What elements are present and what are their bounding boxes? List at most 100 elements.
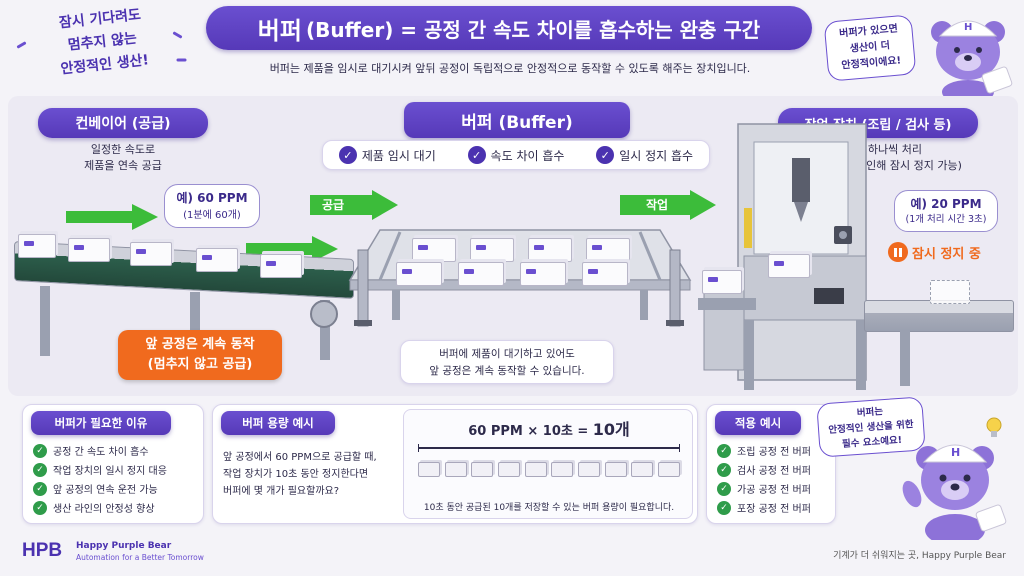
check-icon: ✓ — [338, 146, 357, 164]
item-text: 생산 라인의 안정성 향상 — [53, 504, 155, 515]
supply-arrow: 공급 — [310, 190, 398, 220]
reasons-title: 버퍼가 필요한 이유 — [31, 411, 171, 435]
applications-card: 적용 예시 ✓조립 공정 전 버퍼 ✓검사 공정 전 버퍼 ✓가공 공정 전 버… — [706, 404, 836, 524]
output-product-box — [930, 280, 970, 304]
reasons-card: 버퍼가 필요한 이유 ✓ 공정 간 속도 차이 흡수 ✓ 작업 장치의 일시 정지 … — [22, 404, 204, 524]
desc-line: 제품을 연속 공급 — [84, 159, 162, 172]
formula-result: 10개 — [592, 420, 630, 439]
conveyor-rate-bubble: 예) 60 PPM (1분에 60개) — [164, 184, 260, 228]
pause-status: 잠시 정지 중 — [888, 242, 981, 262]
machine-rate-bubble: 예) 20 PPM (1개 처리 시간 3초) — [894, 190, 998, 232]
reasons-list: ✓ 공정 간 속도 차이 흡수 ✓ 작업 장치의 일시 정지 대응 ✓ 앞 공정의 연… — [33, 441, 167, 517]
conveyor-leg — [320, 300, 330, 360]
callout-line: (멈추지 않고 공급) — [147, 357, 253, 372]
callout-line: 앞 공정은 계속 동작 — [145, 337, 255, 352]
rate-line: (1개 처리 시간 3초) — [905, 214, 987, 225]
product-box — [68, 238, 110, 262]
capacity-bracket — [418, 444, 680, 452]
check-icon: ✓ — [717, 443, 731, 458]
lightbulb-icon — [984, 416, 1004, 440]
machine-product-box — [702, 270, 742, 294]
conveyor-flow-arrow-icon — [246, 236, 338, 262]
buffer-feature-item: ✓ 제품 임시 대기 — [338, 146, 436, 164]
page-title-rest: (Buffer) = 공정 간 속도 차이를 흡수하는 완충 구간 — [305, 17, 761, 42]
feature-text: 제품 임시 대기 — [361, 148, 436, 163]
product-box — [130, 242, 172, 266]
capacity-question: 앞 공정에서 60 PPM으로 공급할 때, 작업 장치가 10초 동안 정지한… — [223, 449, 401, 500]
buffered-product-box — [582, 262, 628, 286]
page-title-main: 버퍼 — [257, 16, 302, 45]
svg-text:H: H — [951, 446, 960, 459]
applications-title: 적용 예시 — [715, 411, 801, 435]
conveyor-leg — [40, 286, 50, 356]
product-box — [260, 254, 302, 278]
list-item: ✓ 포장 공정 전 버퍼 — [717, 498, 811, 517]
buffer-features: ✓ 제품 임시 대기 ✓ 속도 차이 흡수 ✓ 일시 정지 흡수 — [322, 140, 710, 170]
work-machine — [698, 123, 867, 390]
page-title: 버퍼 (Buffer) = 공정 간 속도 차이를 흡수하는 완충 구간 — [206, 6, 812, 50]
check-icon: ✓ — [33, 443, 47, 458]
page-subtitle: 버퍼는 제품을 임시로 대기시켜 앞뒤 공정이 독립적으로 안정적으로 동작할 … — [269, 62, 751, 75]
check-icon: ✓ — [717, 500, 731, 515]
buffered-product-box — [586, 238, 630, 262]
buffer-label: 버퍼 (Buffer) — [404, 102, 630, 138]
check-icon: ✓ — [717, 481, 731, 496]
output-conveyor — [864, 300, 1014, 332]
capacity-mini-box — [551, 462, 574, 477]
slogan: 잠시 기다려도 멈추지 않는 안정적인 생산! — [24, 0, 182, 95]
buffered-product-box — [528, 238, 572, 262]
bear-mascot-pointing-icon: H — [898, 430, 1010, 546]
work-arrow-label: 작업 — [646, 198, 669, 212]
item-text: 가공 공정 전 버퍼 — [737, 485, 811, 496]
svg-text:H: H — [964, 22, 972, 33]
list-item: ✓ 앞 공정의 연속 운전 가능 — [33, 479, 167, 498]
note-line: 앞 공정은 계속 동작할 수 있습니다. — [429, 365, 585, 377]
capacity-mini-box — [604, 462, 627, 477]
rate-line: 예) 20 PPM — [910, 197, 982, 211]
buffer-feature-item: ✓ 일시 정지 흡수 — [596, 146, 693, 164]
buffer-note: 버퍼에 제품이 대기하고 있어도 앞 공정은 계속 동작할 수 있습니다. — [400, 340, 614, 384]
item-text: 앞 공정의 연속 운전 가능 — [53, 485, 158, 496]
question-line: 작업 장치가 10초 동안 정지한다면 — [223, 469, 369, 480]
rate-line: (1분에 60개) — [183, 210, 241, 221]
product-box — [18, 234, 56, 258]
conveyor-continuous-callout: 앞 공정은 계속 동작 (멈추지 않고 공급) — [118, 330, 282, 380]
buffer-feature-item: ✓ 속도 차이 흡수 — [467, 146, 564, 164]
work-arrow: 작업 — [620, 190, 716, 220]
conveyor-flow-arrow-icon — [66, 204, 158, 230]
list-item: ✓생산 라인의 안정성 향상 — [33, 498, 167, 517]
item-text: 공정 간 속도 차이 흡수 — [53, 447, 149, 458]
capacity-mini-box — [577, 462, 600, 477]
item-text: 포장 공정 전 버퍼 — [737, 504, 811, 515]
bear-mascot-icon: H — [920, 8, 1016, 104]
desc-line: 일정한 속도로 — [90, 143, 156, 156]
conveyor-description: 일정한 속도로 제품을 연속 공급 — [30, 142, 216, 174]
product-box — [196, 248, 238, 272]
question-line: 버퍼에 몇 개가 필요할까요? — [223, 486, 340, 497]
list-item: ✓ 조립 공정 전 버퍼 — [717, 441, 811, 460]
list-item: ✓ 가공 공정 전 버퍼 — [717, 479, 811, 498]
formula-left: 60 PPM × 10초 = — [468, 424, 593, 439]
rate-line: 예) 60 PPM — [176, 191, 248, 205]
capacity-mini-box — [471, 462, 494, 477]
output-conveyor-leg — [900, 330, 910, 386]
check-icon: ✓ — [33, 481, 47, 496]
sparkle-icon — [16, 41, 27, 49]
footer-tagline: Automation for a Better Tomorrow — [76, 553, 204, 562]
machine-product-box — [768, 254, 810, 278]
capacity-mini-box — [657, 462, 680, 477]
capacity-mini-box — [524, 462, 547, 477]
conveyor-roller — [310, 300, 338, 328]
item-text: 작업 장치의 일시 정지 대응 — [53, 466, 167, 477]
pause-icon — [888, 242, 908, 262]
capacity-title: 버퍼 용량 예시 — [221, 411, 335, 435]
sparkle-icon — [176, 58, 187, 62]
capacity-note: 10초 동안 공급된 10개를 저장할 수 있는 버퍼 용량이 필요합니다. — [423, 503, 675, 513]
buffered-product-box — [470, 238, 514, 262]
item-text: 조립 공정 전 버퍼 — [737, 447, 811, 458]
question-line: 앞 공정에서 60 PPM으로 공급할 때, — [223, 452, 377, 463]
buffered-product-box — [396, 262, 442, 286]
check-icon: ✓ — [596, 146, 615, 164]
capacity-mini-box — [497, 462, 520, 477]
supply-arrow-label: 공급 — [322, 198, 345, 212]
